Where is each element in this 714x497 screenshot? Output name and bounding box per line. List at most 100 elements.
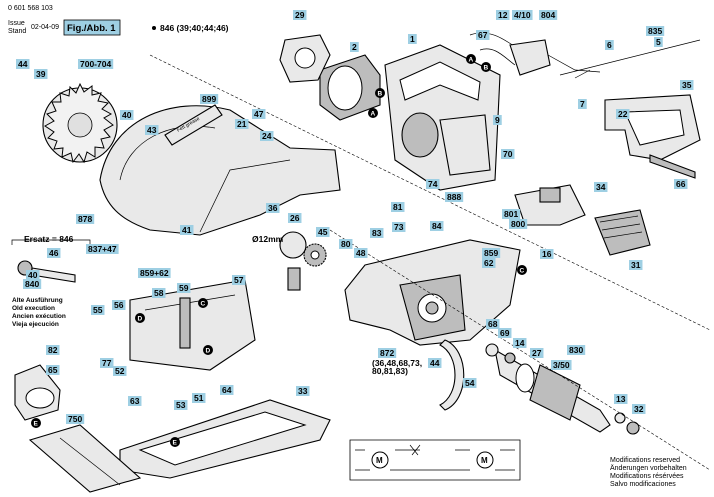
callout-48: 48: [354, 248, 368, 258]
callout-27: 27: [530, 348, 544, 358]
callout-label: 9: [495, 115, 500, 125]
callout-67: 67: [476, 30, 490, 40]
callout-box: [296, 386, 310, 396]
callout-32: 32: [632, 404, 646, 414]
callout-label: 859+62: [140, 268, 169, 278]
callout-box: [46, 345, 60, 355]
callout-6: 6: [605, 40, 614, 50]
callout-54: 54: [463, 378, 477, 388]
callout-box: [463, 378, 477, 388]
dust-adapter-part: [14, 364, 61, 421]
callout-box: [493, 115, 502, 125]
callout-label: 47: [254, 109, 264, 119]
fan-ring-part: [279, 34, 331, 83]
hex-key-part: [649, 154, 696, 179]
callout-label: 64: [222, 385, 232, 395]
callout-80: 80: [339, 239, 353, 249]
callout-label: 888: [447, 192, 461, 202]
callout-33: 33: [296, 386, 310, 396]
callout-53: 53: [174, 400, 188, 410]
callout-label: 700-704: [80, 59, 111, 69]
callout-box: [408, 34, 417, 44]
old-note-line-3: Ancien exécution: [12, 313, 66, 320]
footer-notes: Modifications reserved Änderungen vorbeh…: [610, 457, 687, 488]
callout-45: 45: [316, 227, 330, 237]
callout--36-48-68-73-: (36,48,68,73,: [372, 358, 422, 368]
marker-label: C: [201, 301, 206, 308]
wiring-diagram: M M: [349, 439, 521, 481]
callout-label: 14: [515, 338, 525, 348]
callout-label: 840: [25, 279, 39, 289]
callout-801: 801: [502, 209, 521, 219]
marker-label: C: [520, 268, 525, 275]
callout-label: 837+47: [88, 244, 117, 254]
parallel-guide-part: [129, 279, 256, 371]
callout-box: [16, 59, 30, 69]
callout-21: 21: [235, 119, 249, 129]
callout-63: 63: [128, 396, 142, 406]
callout-830: 830: [567, 345, 586, 355]
callout-label: 52: [115, 366, 125, 376]
callout-41: 41: [180, 225, 194, 235]
handle-part: [604, 94, 701, 161]
callout-label: 56: [114, 300, 124, 310]
marker-label: B: [484, 65, 489, 72]
callout-box: [252, 109, 266, 119]
callout-68: 68: [486, 319, 500, 329]
callout-box: [23, 279, 42, 289]
callout-box: [445, 192, 464, 202]
motor-symbol-icon: M: [481, 456, 488, 465]
callout-box: [594, 182, 608, 192]
callout-40: 40: [26, 270, 40, 280]
base-plate-part: [119, 399, 331, 479]
old-note-line-2: Old execution: [12, 305, 55, 312]
callout-label: 3/50: [553, 360, 570, 370]
callout-label: 1: [410, 34, 415, 44]
callout-872: 872: [378, 348, 397, 358]
callout-3-50: 3/50: [551, 360, 572, 370]
callout-label: 750: [68, 414, 82, 424]
callout-16: 16: [540, 249, 554, 259]
callout-label: 74: [428, 179, 438, 189]
reference-line: [149, 54, 711, 331]
callout-box: [391, 202, 405, 212]
callout-label: 830: [569, 345, 583, 355]
callout-74: 74: [426, 179, 440, 189]
callout-9: 9: [493, 115, 502, 125]
callout-label: 44: [18, 59, 28, 69]
callout-14: 14: [513, 338, 527, 348]
armature-part: [494, 348, 611, 433]
callout-22: 22: [616, 109, 630, 119]
callout-label: 4/10: [514, 10, 531, 20]
rip-fence-part: [28, 424, 142, 493]
callout-46: 46: [47, 248, 61, 258]
callout-box: [629, 260, 643, 270]
callout-box: [350, 42, 359, 52]
callout-700-704: 700-704: [78, 59, 114, 69]
callout-70: 70: [501, 149, 515, 159]
callout-label: 36: [268, 203, 278, 213]
callout-label: 53: [176, 400, 186, 410]
callout-47: 47: [252, 109, 266, 119]
callout-box: [513, 338, 527, 348]
footer-note-1: Modifications reserved: [610, 457, 680, 464]
callout-4-10: 4/10: [512, 10, 533, 20]
callout-36: 36: [266, 203, 280, 213]
callout-label: 83: [372, 228, 382, 238]
marker-label: A: [371, 111, 376, 118]
callout-box: [486, 319, 500, 329]
callout-box: [76, 214, 95, 224]
callout-box: [654, 37, 663, 47]
callout-box: [674, 179, 688, 189]
callout-label: 13: [616, 394, 626, 404]
marker-c-icon: C: [517, 265, 527, 275]
callout-label: 58: [154, 288, 164, 298]
callout-box: [567, 345, 586, 355]
callout-64: 64: [220, 385, 234, 395]
callout-55: 55: [91, 305, 105, 315]
callout-box: [502, 209, 521, 219]
ersatz-label: Ersatz = 846: [24, 234, 74, 244]
callout-box: [370, 228, 384, 238]
callout-label: 29: [295, 10, 305, 20]
callout-label: 800: [511, 219, 525, 229]
